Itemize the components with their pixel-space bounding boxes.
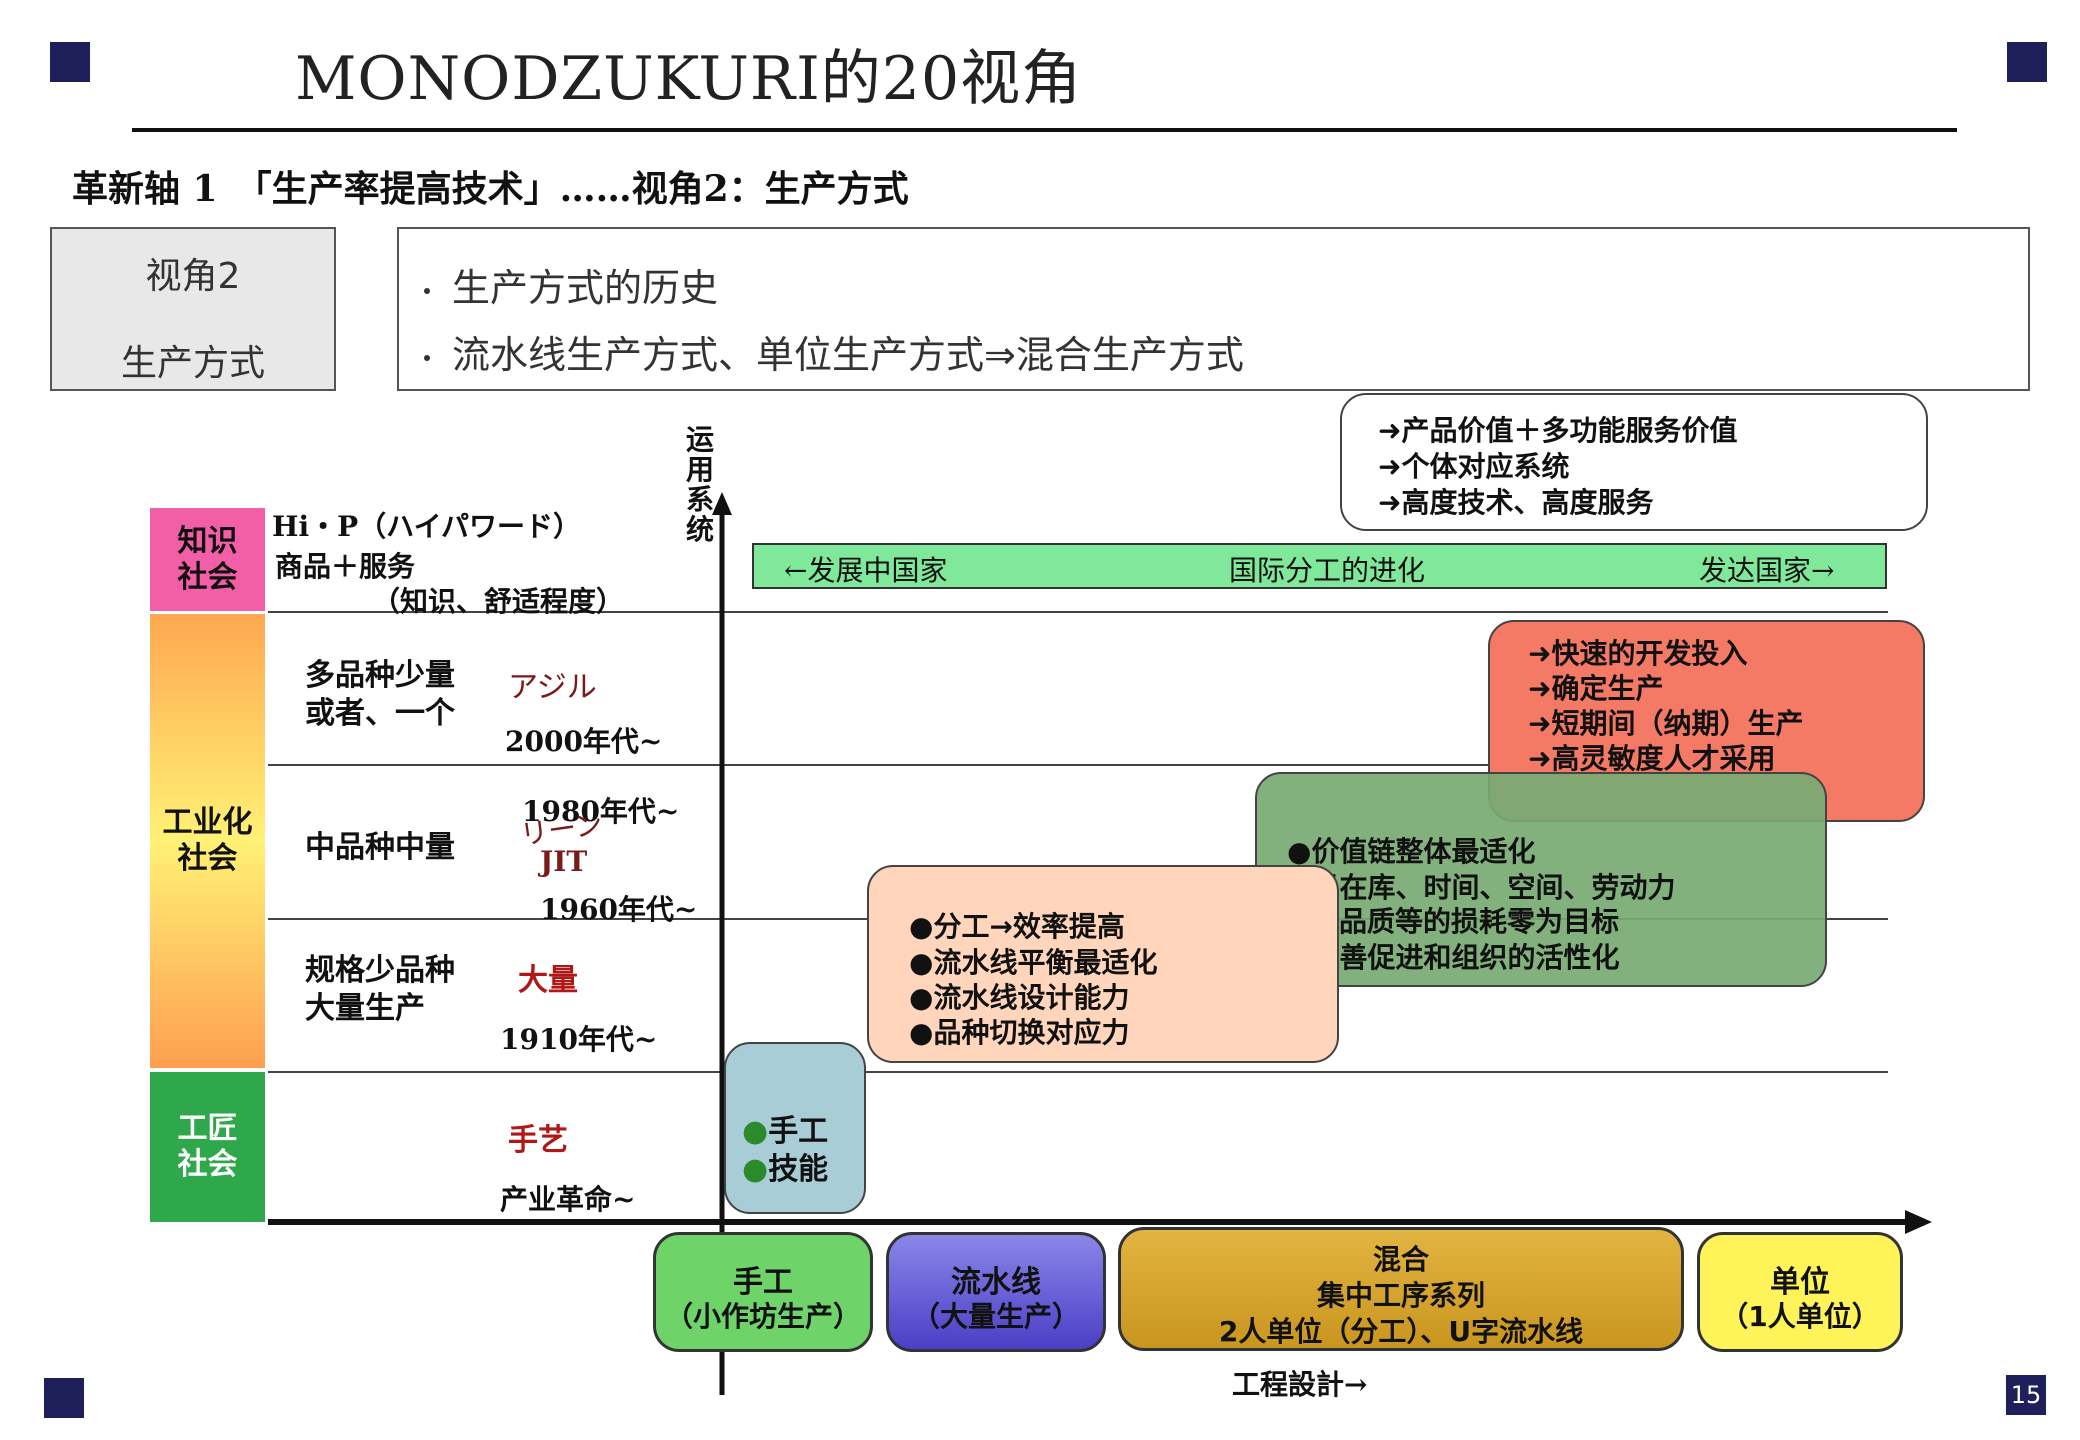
blue-box-item: ●手工 (742, 1114, 829, 1149)
lean-features-box: ●价值链整体最适化 ●以在库、时间、空间、劳动力 品质等的损耗零为目标 ●改善促… (1255, 772, 1827, 987)
row-label: 大量生产 (305, 991, 425, 1026)
corner-square-top-left (50, 42, 90, 82)
banner-center: 国际分工的进化 (1229, 554, 1426, 587)
production-type-mixed: 混合 集中工序系列 2人单位（分工）、U字流水线 (1118, 1227, 1684, 1351)
x-axis-label: 工程設計→ (1232, 1368, 1368, 1401)
production-type-handwork: 手工 （小作坊生产） (653, 1232, 873, 1352)
mass-production-features-box: ●分工→效率提高 ●流水线平衡最适化 ●流水线设计能力 ●品种切换对应力 (867, 865, 1339, 1063)
y-axis-label: 运用系统 (686, 423, 715, 546)
red-box-item: ➜高灵敏度人才采用 (1528, 742, 1776, 775)
top-box-item: ➜个体对应系统 (1378, 450, 1570, 483)
era-label: 2000年代~ (505, 725, 663, 758)
description-item: 流水线生产方式、单位生产方式⇒混合生产方式 (424, 324, 1244, 379)
knowledge-line2: 商品＋服务 (275, 550, 416, 583)
corner-square-top-right (2007, 42, 2047, 82)
viewpoint-box: 视角2 生产方式 (50, 227, 336, 391)
era-label: 1910年代~ (500, 1023, 658, 1056)
knowledge-line3: （知识、舒适程度） (372, 585, 625, 618)
red-box-item: ➜短期间（纳期）生产 (1528, 707, 1804, 740)
row-label: 或者、一个 (305, 696, 455, 731)
craft-features-box: ●手工 ●技能 (724, 1042, 866, 1214)
top-value-box: ➜产品价值＋多功能服务价值 ➜个体对应系统 ➜高度技术、高度服务 (1340, 393, 1928, 531)
method-craft: 手艺 (508, 1123, 568, 1158)
corner-square-bottom-left (44, 1378, 84, 1418)
top-box-item: ➜高度技术、高度服务 (1378, 486, 1654, 519)
method-agile: アジル (508, 670, 597, 705)
method-jit: JIT (540, 845, 588, 878)
viewpoint-number: 视角2 (145, 256, 241, 297)
international-division-banner: ←发展中国家 国际分工的进化 发达国家→ (752, 543, 1887, 589)
row-label: 规格少品种 (305, 953, 455, 988)
production-type-line: 流水线 （大量生产） (886, 1232, 1106, 1352)
society-craft: 工匠社会 (150, 1072, 265, 1222)
page-title: MONODZUKURI的20视角 (295, 44, 1083, 114)
bullet-icon (424, 354, 430, 361)
page-subtitle: 革新轴 1 「生产率提高技术」……视角2：生产方式 (72, 168, 909, 210)
orange-box-item: ●流水线设计能力 (909, 981, 1130, 1014)
top-box-item: ➜产品价值＋多功能服务价值 (1378, 414, 1738, 447)
production-type-unit: 单位 （1人单位） (1697, 1232, 1903, 1352)
page-number: 15 (2006, 1375, 2046, 1415)
era-label: 产业革命~ (500, 1183, 636, 1216)
society-industrial: 工业化社会 (150, 614, 265, 1068)
row-label: 中品种中量 (305, 830, 455, 865)
orange-box-item: ●流水线平衡最适化 (909, 946, 1158, 979)
viewpoint-name: 生产方式 (120, 343, 265, 384)
society-knowledge: 知识社会 (150, 508, 265, 611)
description-item: 生产方式的历史 (424, 257, 718, 312)
banner-right: 发达国家→ (1699, 554, 1835, 587)
banner-left: ←发展中国家 (784, 554, 948, 587)
red-box-item: ➜确定生产 (1528, 672, 1664, 705)
blue-box-item: ●技能 (742, 1152, 829, 1187)
red-box-item: ➜快速的开发投入 (1528, 637, 1748, 670)
orange-box-item: ●分工→效率提高 (909, 910, 1125, 943)
bullet-icon (424, 287, 430, 294)
green-box-item: 品质等的损耗零为目标 (1339, 905, 1620, 938)
description-box: 生产方式的历史 流水线生产方式、单位生产方式⇒混合生产方式 (397, 227, 2030, 391)
era-label: 1960年代~ (540, 893, 698, 926)
row-label: 多品种少量 (305, 658, 455, 693)
title-rule (132, 128, 1957, 132)
orange-box-item: ●品种切换对应力 (909, 1016, 1130, 1049)
green-box-item: ●价值链整体最适化 (1287, 835, 1536, 868)
method-mass: 大量 (518, 963, 578, 998)
era-label: 1980年代~ (522, 795, 680, 828)
knowledge-line1: Hi・P（ハイパワード） (272, 510, 582, 543)
